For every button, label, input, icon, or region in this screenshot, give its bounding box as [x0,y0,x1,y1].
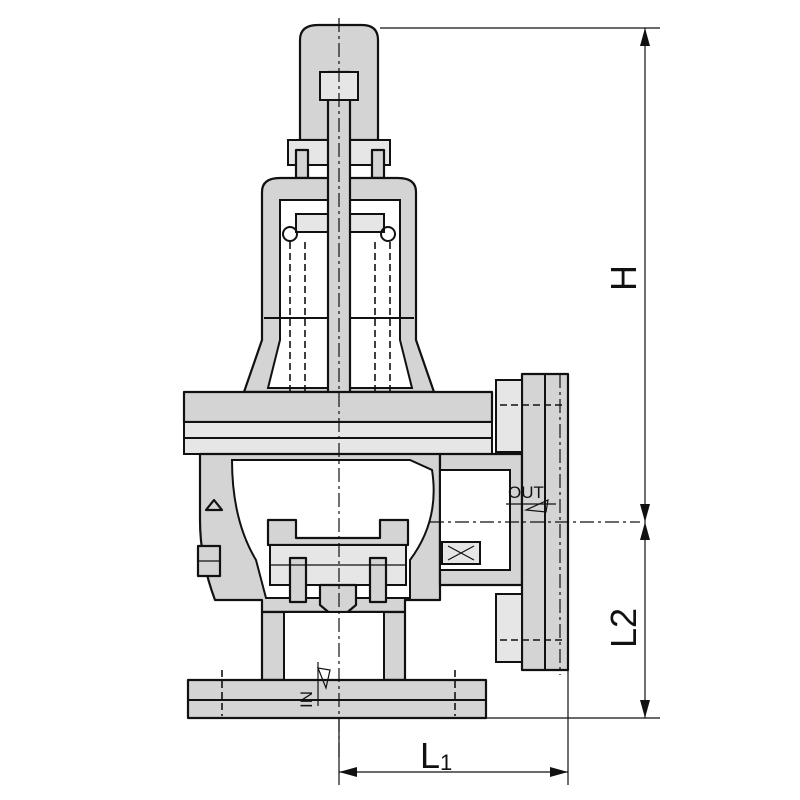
inlet-label-group: IN [297,662,331,708]
inlet-label: IN [297,691,316,708]
dimension-l2: L2 [603,522,650,718]
centerlines [338,18,640,760]
inlet-nozzle [186,610,488,720]
outlet-label: OUT [508,483,544,502]
dimension-l1-label: L1 [420,735,452,776]
spring-assembly [282,213,396,470]
outlet-label-group: OUT [506,483,556,513]
dimension-h-label: H [603,265,644,291]
dimension-l2-label: L2 [603,608,644,648]
body-flange [182,390,494,455]
dimension-l1-letter: L [420,735,440,776]
dimension-l1-subscript: 1 [440,750,452,775]
dimension-h: H [380,27,660,719]
dimension-l1: L1 [338,670,569,785]
